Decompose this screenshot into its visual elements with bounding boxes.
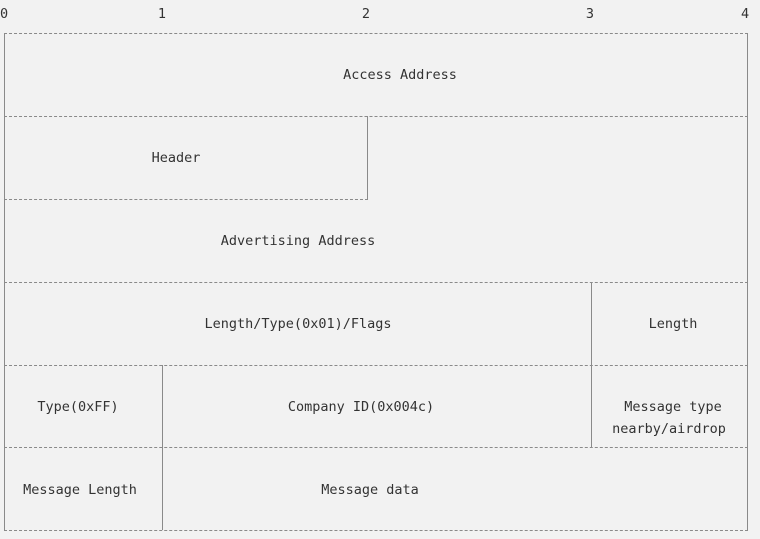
row-divider-top	[4, 33, 748, 34]
field-length-type-flags: Length/Type(0x01)/Flags	[204, 316, 392, 332]
row-divider-bottom	[4, 530, 748, 531]
field-access-address: Access Address	[343, 67, 457, 83]
field-advertising-address: Advertising Address	[220, 233, 376, 249]
axis-label-3: 3	[585, 6, 595, 22]
axis-label-0: 0	[0, 6, 9, 22]
company-message-type-separator	[591, 365, 592, 447]
border-right	[747, 33, 748, 530]
row-divider-company	[4, 447, 748, 448]
header-separator	[367, 116, 368, 199]
field-header: Header	[151, 150, 201, 166]
border-left	[4, 33, 5, 530]
axis-label-4: 4	[741, 6, 750, 22]
axis-label-1: 1	[157, 6, 167, 22]
field-length: Length	[648, 316, 698, 332]
row-divider-length	[4, 365, 748, 366]
field-type-ff: Type(0xFF)	[37, 399, 119, 415]
field-message-length: Message Length	[23, 482, 137, 498]
row-divider-header	[4, 199, 368, 200]
type-company-separator	[162, 365, 163, 447]
field-message-data: Message data	[321, 482, 419, 498]
flags-length-separator	[591, 282, 592, 365]
field-company-id: Company ID(0x004c)	[287, 399, 435, 415]
message-length-separator	[162, 447, 163, 530]
field-message-type: Message type	[624, 399, 722, 415]
axis-label-2: 2	[361, 6, 371, 22]
row-divider-advertising-address	[4, 282, 748, 283]
field-message-type-sub: nearby/airdrop	[612, 421, 726, 437]
row-divider-access-address	[4, 116, 748, 117]
